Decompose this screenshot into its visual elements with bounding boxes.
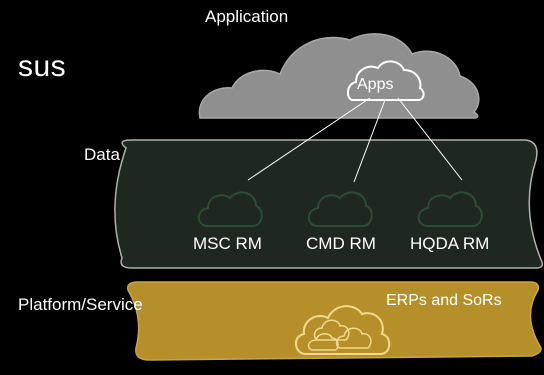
cmd-cloud-icon: [307, 191, 373, 227]
cloud-cluster-icon: [295, 305, 391, 355]
partial-heading: sus: [18, 50, 67, 83]
application-cloud: [198, 33, 480, 119]
data-band: [114, 139, 544, 269]
inner-cloud-a: [313, 319, 350, 341]
connector-cmd: [353, 99, 386, 183]
inner-cloud-c: [307, 333, 339, 351]
connector-hqda: [397, 97, 463, 181]
platform-service-label: Platform/Service: [18, 295, 143, 314]
hqda-rm-label: HQDA RM: [410, 234, 490, 253]
apps-cloud-icon: [346, 60, 425, 101]
apps-label: Apps: [357, 76, 394, 93]
msc-cloud-icon: [197, 191, 263, 227]
hqda-cloud-icon: [417, 191, 483, 227]
msc-rm-label: MSC RM: [193, 234, 262, 253]
connector-msc: [247, 97, 371, 181]
data-label: Data: [84, 145, 120, 164]
cmd-rm-label: CMD RM: [306, 234, 376, 253]
application-label: Application: [205, 7, 289, 26]
erp-sor-label: ERPs and SoRs: [386, 292, 502, 309]
